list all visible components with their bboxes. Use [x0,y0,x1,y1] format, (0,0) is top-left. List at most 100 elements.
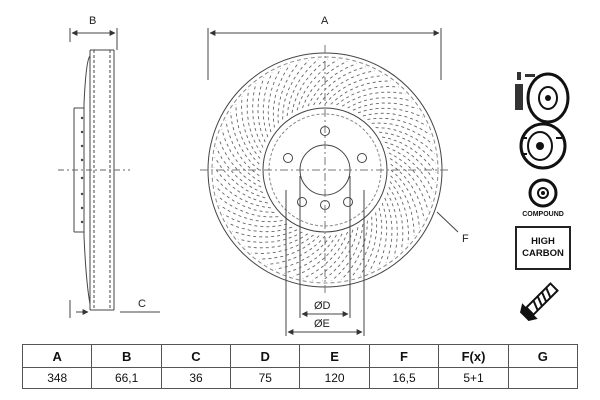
value-a: 348 [21,367,93,389]
spec-table: A B C D E F F(x) G 348 66,1 36 75 120 16… [21,344,579,389]
cooling-slot [267,67,282,133]
header-g: G [507,344,579,368]
header-c: C [160,344,232,368]
cooling-slot [341,220,368,281]
side-view [58,28,160,318]
cooling-slot [386,192,398,257]
cooling-slot [219,204,283,223]
cooling-slot [307,63,357,107]
cooling-slot [367,117,431,136]
cooling-slot [257,77,266,143]
cooling-slot [313,66,366,106]
value-f: 16,5 [368,367,440,389]
cooling-slot [229,111,260,171]
cooling-slot [275,235,332,270]
cooling-slot [336,86,399,106]
cooling-slot [390,163,425,220]
cooling-slot [232,229,298,238]
compound-rotor-icon [528,178,558,208]
compound-badge: COMPOUND [522,211,564,218]
cooling-slot [368,207,383,273]
cooling-slot [282,59,309,120]
cooling-slot [388,186,404,251]
dim-label-d: ØD [314,300,331,312]
spec-table-value-row: 348 66,1 36 75 120 16,5 5+1 [21,367,579,389]
cooling-slot [390,175,415,237]
value-b: 66,1 [91,367,162,389]
cooling-slot [321,227,359,282]
cooling-slot [390,169,421,229]
cooling-slot [215,147,264,194]
screw-icon [520,282,559,321]
cooling-slot [277,61,300,124]
cooling-slot [241,96,261,159]
cooling-slot [293,233,343,277]
cooling-slot [246,89,262,154]
coated-rotor-icon [519,122,567,170]
dim-label-f: F [462,233,469,245]
cooling-slot [213,176,271,209]
value-c: 36 [160,367,232,389]
cooling-slot [347,97,412,109]
cooling-slot [258,235,320,260]
cooling-slot [262,72,273,138]
cooling-slot [386,146,435,193]
cooling-slot [389,181,409,244]
cooling-slot [238,231,303,243]
value-d: 75 [230,367,301,389]
cooling-slot [296,59,338,111]
cooling-slot [324,74,384,105]
cooling-slot [225,120,260,177]
cooling-slot [389,158,429,211]
cooling-slot [244,233,309,249]
dim-label-b: B [89,15,96,27]
cooling-slot [371,122,434,145]
high-carbon-line-2: CARBON [522,248,564,259]
cooling-slot [301,60,348,109]
cooling-slot [384,197,393,263]
cooling-slot [222,213,288,228]
cooling-slot [251,234,314,254]
cooling-slot [252,83,264,148]
cooling-slot [379,131,437,164]
cooling-slot [341,91,406,107]
cooling-slot [377,202,388,268]
header-a: A [21,344,93,368]
header-b: B [91,344,162,368]
rotor-with-hub-icon [515,72,570,124]
dim-label-a: A [321,15,329,27]
cooling-slot [388,152,432,202]
cooling-slot [272,64,291,128]
cooling-slot [318,70,375,105]
cooling-slot [214,157,266,199]
cooling-slot [286,58,319,116]
header-fx: F(x) [438,344,509,368]
front-view [200,28,459,336]
cooling-slot [218,138,262,188]
cooling-slot [330,80,392,105]
cooling-slot [362,112,428,127]
header-d: D [230,344,301,368]
cooling-slots [213,58,437,282]
high-carbon-line-1: HIGH [531,236,555,247]
high-carbon-badge: HIGH CARBON [515,226,571,270]
cooling-slot [359,212,378,276]
cooling-slot [216,195,279,218]
cooling-slot [350,216,373,279]
cooling-slot [331,224,364,282]
cooling-slot [312,229,354,281]
cooling-slot [352,102,418,111]
value-e: 120 [299,367,370,389]
cooling-slot [214,186,275,213]
cooling-slot [375,127,436,154]
cooling-slot [302,231,349,280]
cooling-slot [235,103,260,165]
cooling-slot [227,222,293,233]
value-g [507,367,579,389]
dim-label-c: C [138,298,146,310]
header-f: F [368,344,440,368]
cooling-slot [266,235,326,266]
cooling-slot [221,129,261,182]
spec-table-header-row: A B C D E F F(x) G [21,344,579,368]
